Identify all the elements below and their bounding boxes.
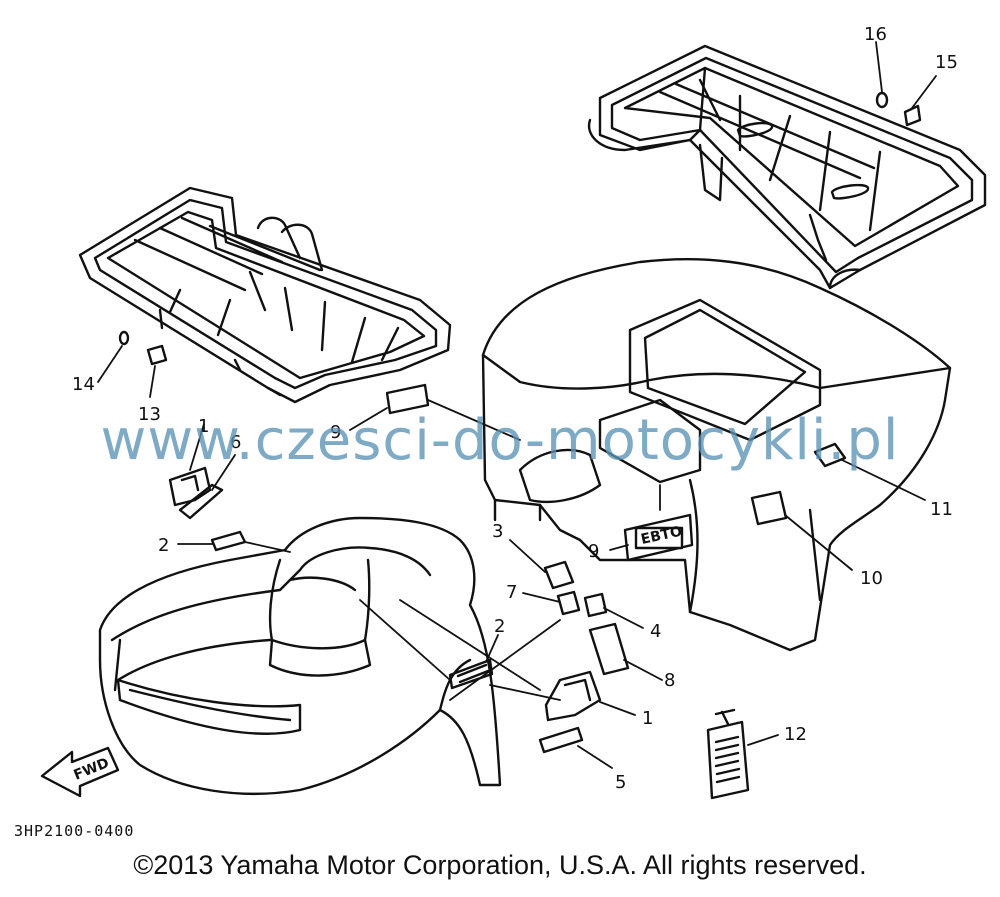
callout-11: 11 — [930, 499, 953, 520]
watermark: www.czesci-do-motocykli.pl — [100, 408, 900, 473]
front-carrier — [78, 186, 452, 404]
decal-5 — [538, 726, 584, 754]
callout-10: 10 — [860, 568, 883, 589]
label-4 — [583, 592, 608, 618]
washer-14 — [118, 330, 130, 346]
callout-6: 6 — [230, 432, 241, 453]
callout-9-upper: 9 — [330, 422, 341, 443]
decal-6 — [178, 483, 224, 520]
label-9-upper — [385, 383, 430, 415]
label-10 — [750, 490, 788, 526]
callout-1-left: 1 — [198, 416, 209, 437]
callout-2-right: 2 — [494, 616, 505, 637]
fwd-arrow — [40, 746, 120, 798]
warning-tag-12 — [706, 708, 750, 800]
decal-13 — [146, 344, 168, 366]
callout-16: 16 — [864, 24, 887, 45]
callout-5: 5 — [615, 772, 626, 793]
callout-12: 12 — [784, 724, 807, 745]
diagram-code: 3HP2100-0400 — [14, 822, 135, 840]
leader-lines — [97, 41, 937, 769]
callout-14: 14 — [72, 374, 95, 395]
rear-fender — [481, 257, 952, 652]
callout-2-left: 2 — [158, 535, 169, 556]
callout-9-lower: 9 — [588, 541, 599, 562]
callout-4: 4 — [650, 621, 661, 642]
decal-1-left — [168, 466, 212, 507]
decal-15 — [903, 104, 922, 127]
callout-15: 15 — [935, 52, 958, 73]
emblem-9-lower — [623, 513, 694, 562]
front-fender — [98, 516, 502, 795]
label-7 — [556, 590, 581, 616]
decal-2-left — [210, 530, 247, 552]
callout-numbers: 1 6 2 9 14 13 16 15 11 10 9 3 7 4 2 8 1 … — [72, 24, 958, 793]
decal-1-right — [544, 670, 602, 722]
callout-1-right: 1 — [642, 708, 653, 729]
label-8 — [588, 622, 630, 676]
callout-3: 3 — [492, 521, 503, 542]
callout-13: 13 — [138, 404, 161, 425]
washer-16 — [875, 91, 889, 109]
decal-2-right — [448, 658, 494, 690]
label-3 — [543, 560, 575, 590]
callout-7: 7 — [506, 582, 517, 603]
copyright-notice: ©2013 Yamaha Motor Corporation, U.S.A. A… — [133, 850, 867, 880]
callout-8: 8 — [664, 670, 675, 691]
rear-carrier — [587, 44, 987, 290]
label-11 — [813, 442, 847, 468]
